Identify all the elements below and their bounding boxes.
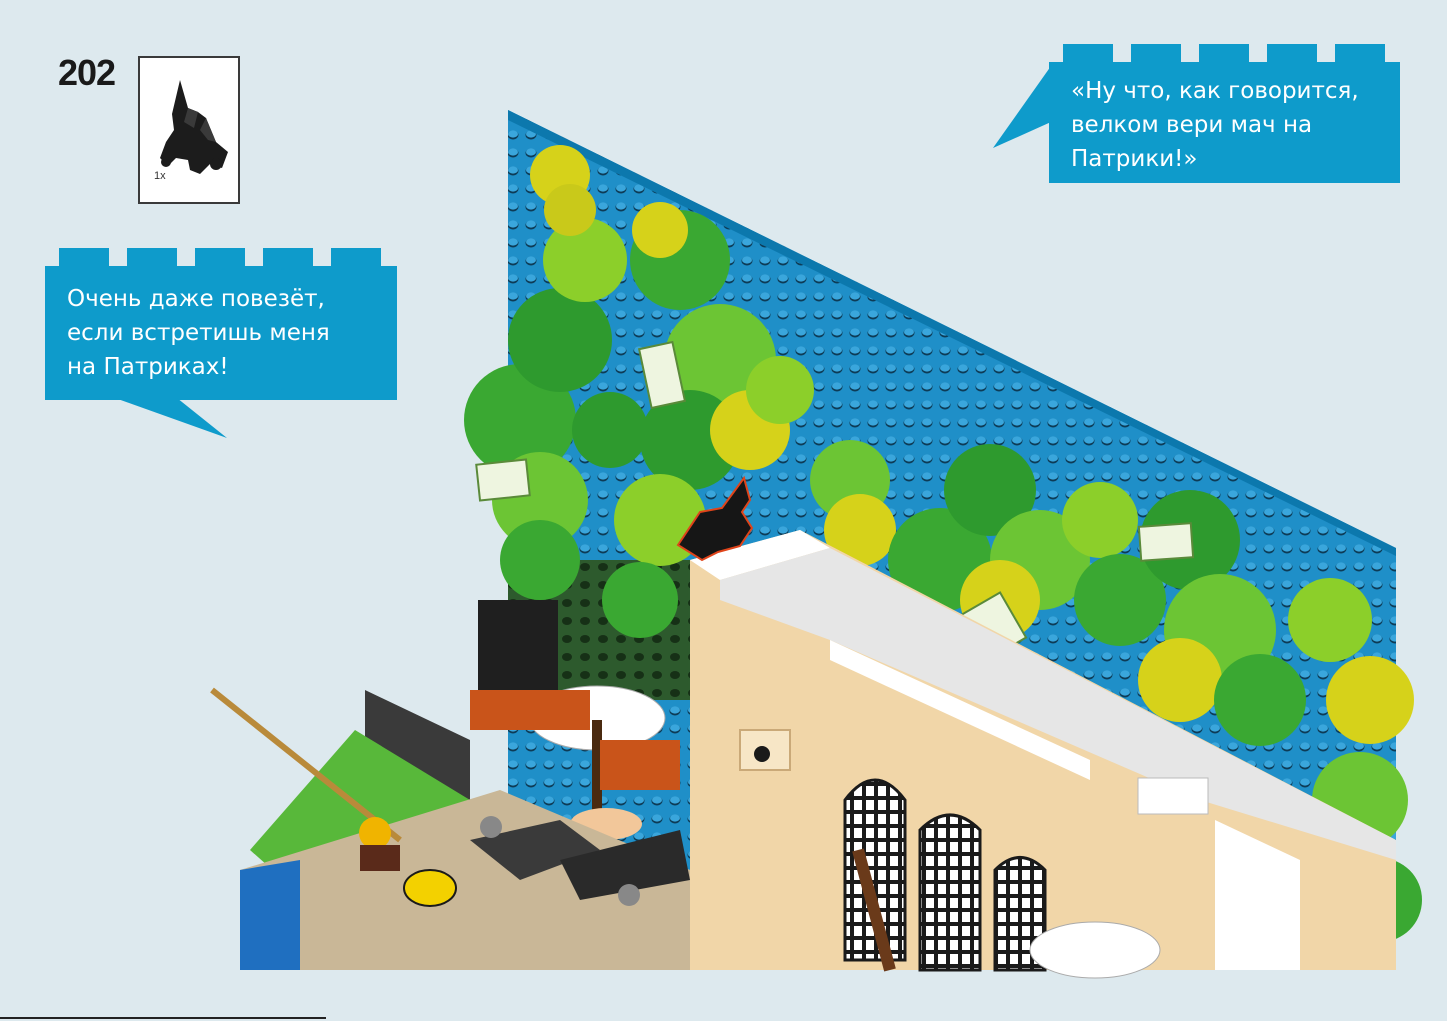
footer-rule	[0, 1017, 326, 1019]
